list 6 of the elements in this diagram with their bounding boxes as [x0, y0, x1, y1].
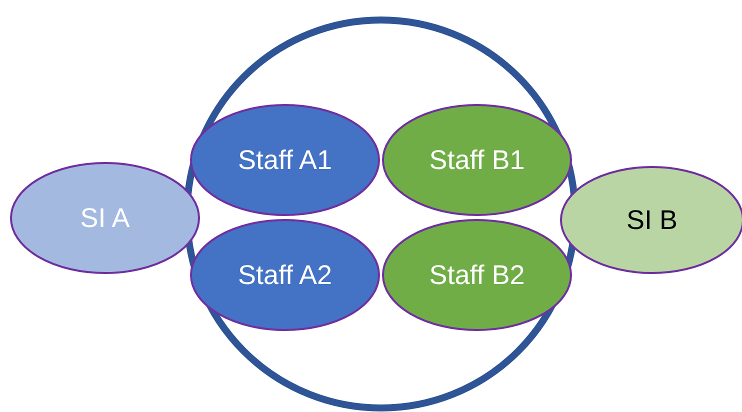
node-label: Staff A2 — [238, 260, 332, 290]
node-label: Staff B1 — [429, 144, 525, 176]
node-label: Staff B2 — [429, 260, 525, 290]
node-label: SI A — [80, 202, 130, 234]
node-label: Staff A1 — [238, 144, 332, 176]
node-label: SI B — [626, 204, 678, 236]
